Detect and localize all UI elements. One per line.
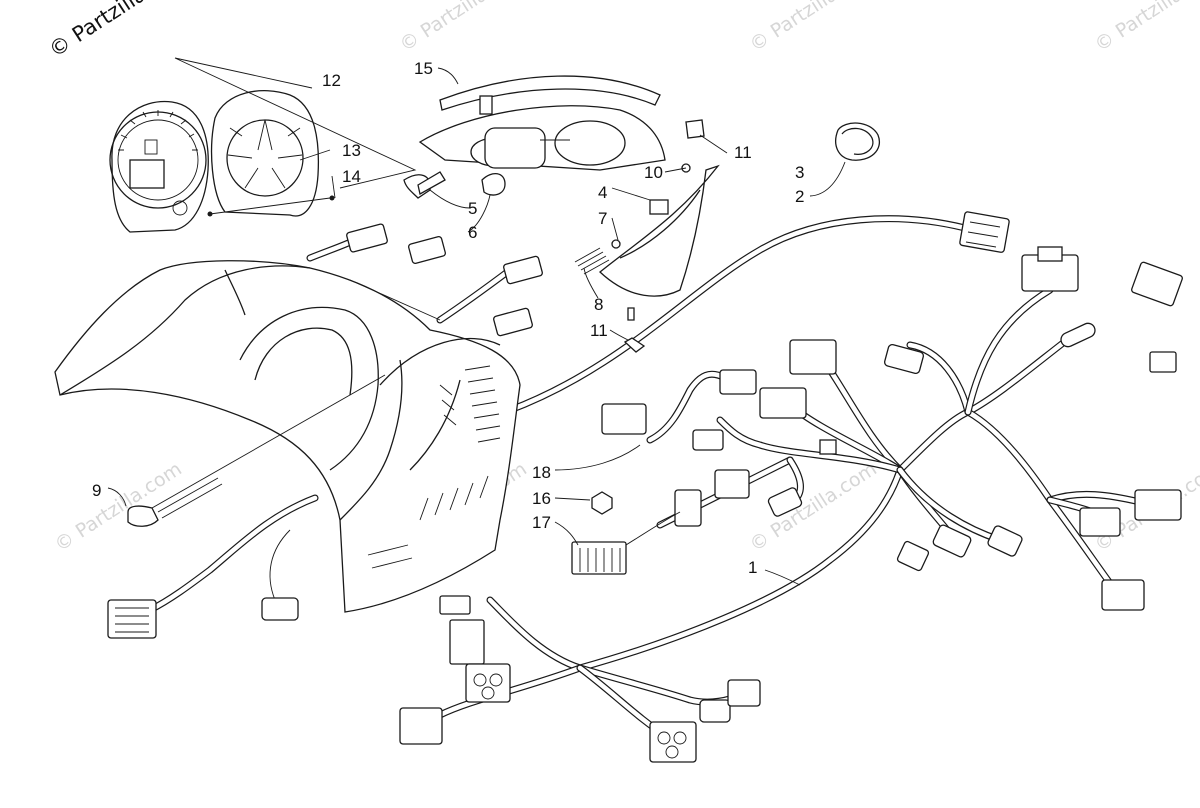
watermark-faint: © Partzilla.com — [746, 0, 881, 56]
handlebar-shroud — [54, 260, 521, 613]
callout-16: 16 — [532, 489, 551, 508]
callout-7: 7 — [598, 209, 607, 228]
callout-18: 18 — [532, 463, 551, 482]
bolt-9 — [127, 374, 386, 527]
watermark-faint: © Partzilla.com — [51, 458, 186, 556]
callout-11a: 11 — [734, 143, 752, 162]
watermark-main: © Partzilla.com — [45, 0, 194, 62]
speedometer-12 — [109, 89, 335, 233]
leader-lines — [107, 57, 846, 586]
callout-17: 17 — [532, 513, 551, 532]
callout-11b: 11 — [590, 321, 608, 340]
callout-6: 6 — [468, 223, 477, 242]
callout-12: 12 — [322, 71, 341, 90]
callout-13: 13 — [342, 141, 361, 160]
callout-2: 2 — [795, 187, 804, 206]
bulbs-and-springs — [403, 171, 646, 353]
callout-1: 1 — [748, 558, 757, 577]
headlight-assembly — [418, 75, 720, 297]
callout-labels: 1 2 3 4 5 6 7 8 9 10 11 11 12 13 14 15 1… — [92, 59, 804, 577]
callout-14: 14 — [342, 167, 361, 186]
callout-10: 10 — [644, 163, 663, 182]
callout-4: 4 — [598, 183, 607, 202]
connectors — [107, 122, 1183, 763]
watermark-faint: © Partzilla.com — [396, 0, 531, 56]
callout-15: 15 — [414, 59, 433, 78]
callout-3: 3 — [795, 163, 804, 182]
callout-5: 5 — [468, 199, 477, 218]
callout-9: 9 — [92, 481, 101, 500]
callout-8: 8 — [594, 295, 603, 314]
watermark-faint: © Partzilla.com — [1091, 0, 1200, 56]
